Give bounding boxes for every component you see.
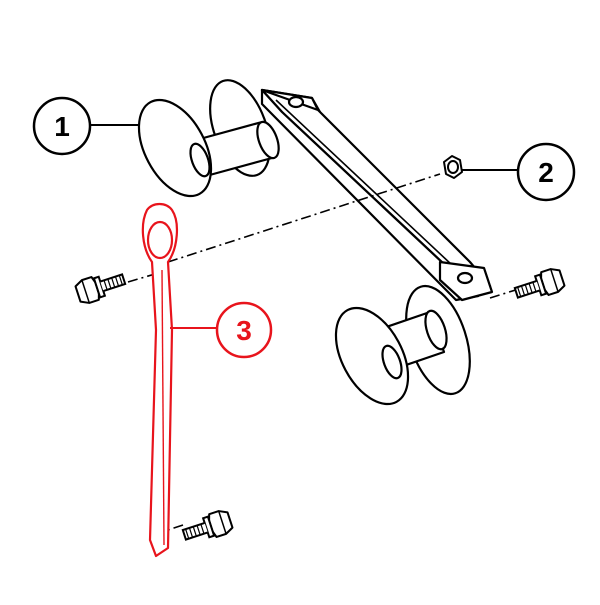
callout-1: 1 bbox=[32, 96, 140, 156]
flange-nut bbox=[443, 155, 463, 179]
callout-circle-1 bbox=[32, 96, 92, 156]
callout-2: 2 bbox=[462, 142, 576, 202]
callout-3: 3 bbox=[170, 301, 273, 359]
callout-circle-3 bbox=[215, 301, 273, 359]
bolt-bottom bbox=[179, 507, 235, 548]
callout-label-3: 3 bbox=[236, 315, 252, 346]
upper-wheel-assembly bbox=[137, 79, 280, 198]
frame-bar bbox=[260, 88, 494, 302]
bolt-left bbox=[73, 266, 129, 307]
callout-label-2: 2 bbox=[538, 157, 554, 188]
lower-wheel-assembly bbox=[334, 284, 471, 406]
support-strap bbox=[141, 202, 178, 558]
callout-label-1: 1 bbox=[54, 111, 70, 142]
bolt-right bbox=[511, 265, 567, 306]
callout-circle-2 bbox=[516, 142, 576, 202]
